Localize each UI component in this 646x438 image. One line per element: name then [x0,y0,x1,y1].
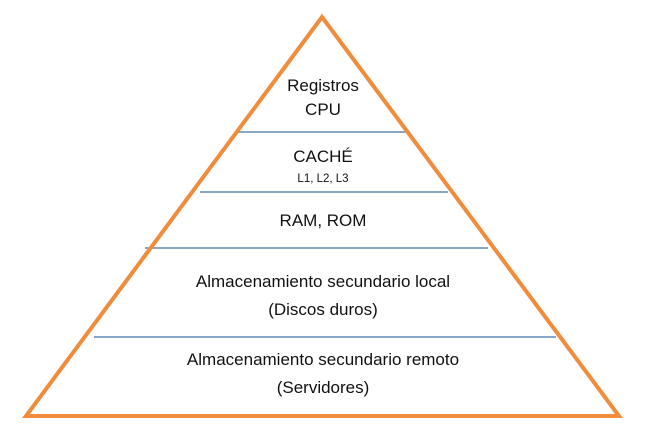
level-registros-subtitle: CPU [305,100,341,119]
level-remote-subtitle: (Servidores) [276,378,370,397]
level-local-title: Almacenamiento secundario local [195,272,451,291]
level-remote-title: Almacenamiento secundario remoto [186,350,460,369]
level-local-subtitle: (Discos duros) [268,300,378,319]
level-cache-subtitle: L1, L2, L3 [297,173,349,185]
level-registros-title: Registros [287,76,359,95]
level-ram-title: RAM, ROM [279,211,367,230]
level-cache-title: CACHÉ [293,147,353,166]
pyramid-outline [22,13,623,418]
